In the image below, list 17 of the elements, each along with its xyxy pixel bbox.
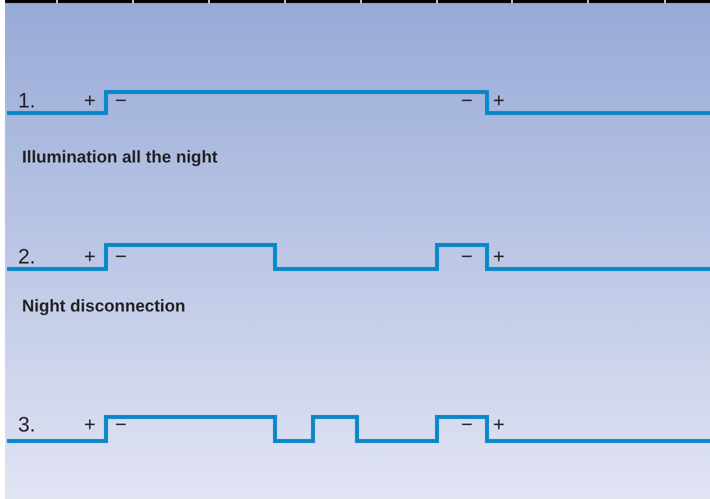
polarity-sign: +: [493, 91, 505, 111]
polarity-sign: −: [461, 247, 473, 267]
waveform-caption: Illumination all the night: [22, 148, 218, 166]
polarity-sign: −: [115, 91, 127, 111]
polarity-sign: −: [115, 247, 127, 267]
waveform-caption: Night disconnection: [22, 298, 186, 314]
polarity-sign: +: [84, 247, 96, 267]
polarity-sign: +: [84, 415, 96, 435]
row-number: 2.: [18, 246, 36, 268]
polarity-sign: −: [461, 415, 473, 435]
polarity-sign: −: [461, 91, 473, 111]
polarity-sign: +: [493, 415, 505, 435]
polarity-sign: +: [493, 247, 505, 267]
row-number: 3.: [18, 414, 36, 436]
polarity-sign: +: [84, 91, 96, 111]
polarity-sign: −: [115, 415, 127, 435]
row-number: 1.: [18, 90, 36, 112]
